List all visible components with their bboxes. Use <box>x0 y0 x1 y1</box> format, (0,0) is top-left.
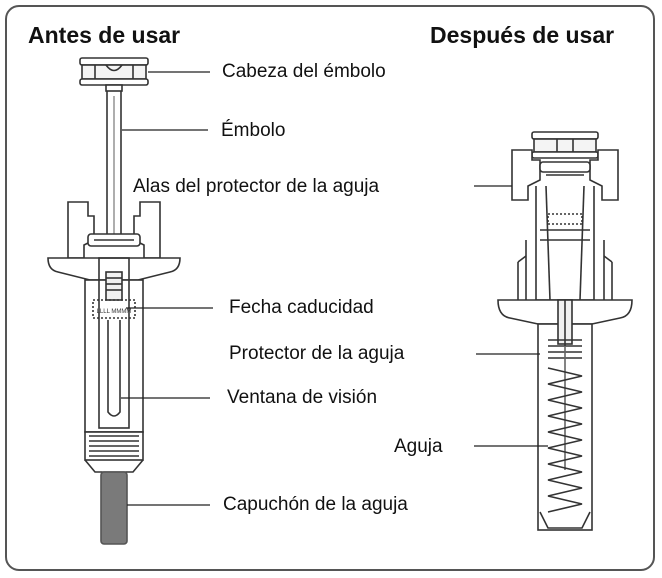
barrel-before: LLLL MMMM <box>84 257 144 473</box>
heading-after-use: Después de usar <box>430 22 615 48</box>
plunger-head-before <box>79 57 149 92</box>
label-plunger-head: Cabeza del émbolo <box>222 61 386 82</box>
needle-guard-wings-after <box>511 149 619 201</box>
syringe-after <box>497 131 633 531</box>
lot-marking-before: LLLL MMMM <box>97 309 132 315</box>
needle-cap <box>100 471 128 545</box>
label-needle-guard: Protector de la aguja <box>229 343 405 364</box>
label-expiry-date: Fecha caducidad <box>229 297 374 318</box>
plunger-head-after <box>531 131 599 159</box>
diagram-frame <box>5 5 655 571</box>
label-needle-cap: Capuchón de la aguja <box>223 494 408 515</box>
syringe-before: LLLL MMMM <box>47 57 181 545</box>
needle-guard-body-after <box>517 185 613 301</box>
label-needle-guard-wings: Alas del protector de la aguja <box>133 176 380 197</box>
label-needle: Aguja <box>394 436 443 457</box>
label-viewing-window: Ventana de visión <box>227 387 378 408</box>
barrel-after <box>537 299 593 531</box>
heading-before-use: Antes de usar <box>28 22 181 48</box>
spring <box>547 367 583 513</box>
plunger-rod-before <box>106 91 122 240</box>
label-plunger: Émbolo <box>221 120 286 141</box>
